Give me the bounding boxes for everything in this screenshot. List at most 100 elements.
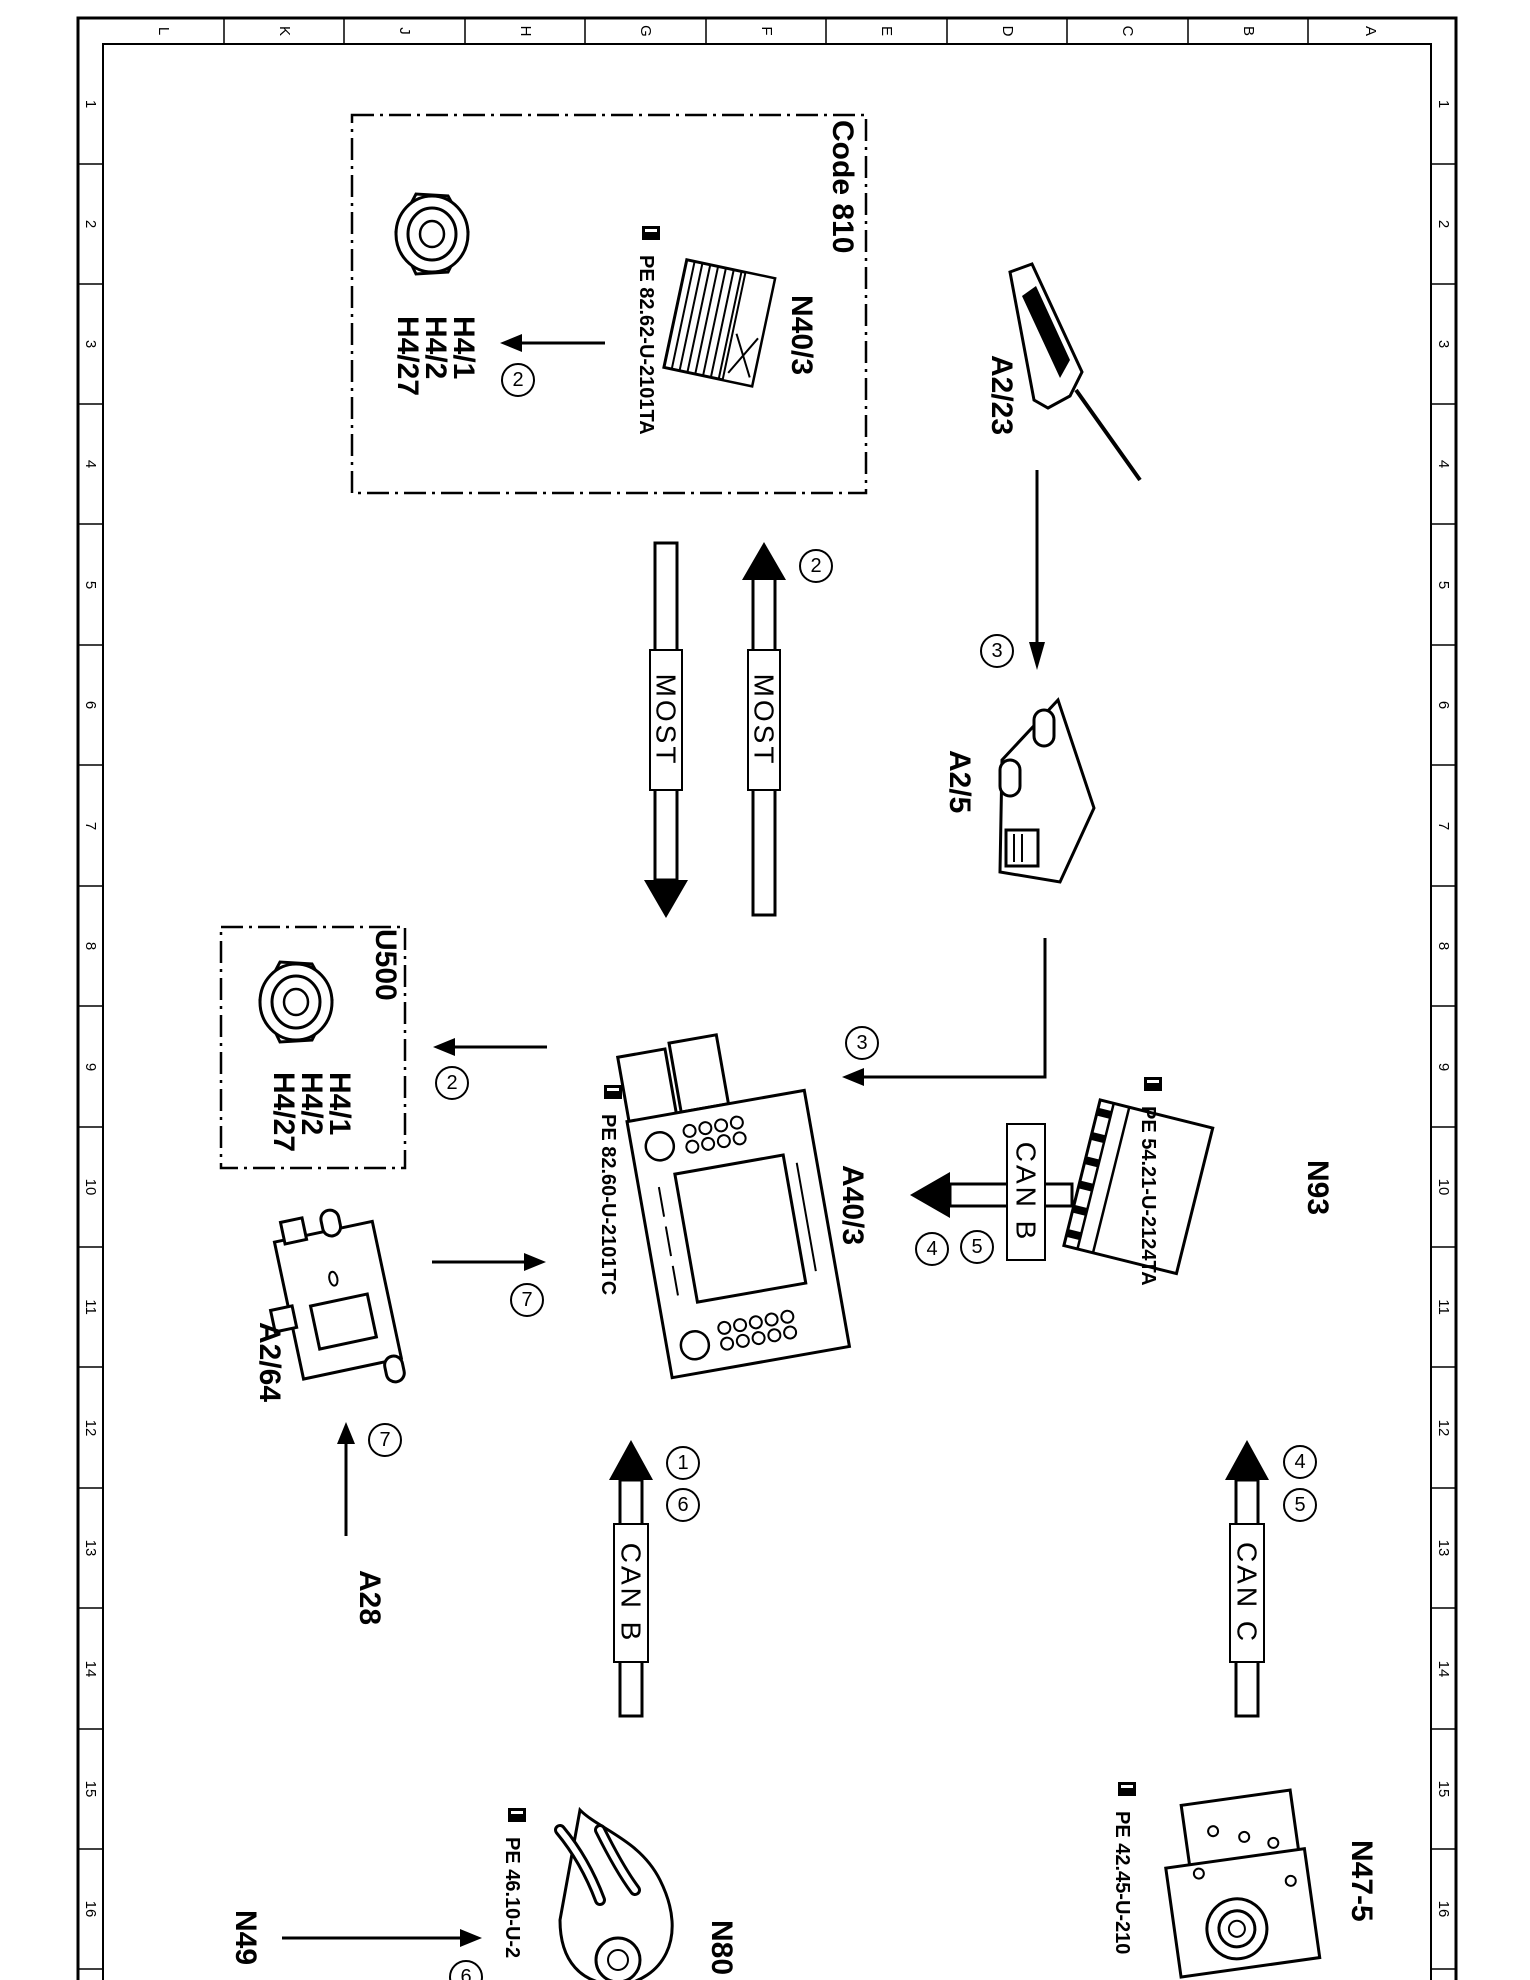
can-b-lower-label: CAN B [616,1543,647,1644]
marker-circle: 3 [845,1026,879,1060]
row-label: 11 [82,1299,99,1315]
can-b-label-box [613,1523,649,1663]
u500-boundary [219,925,407,1170]
row-label: 8 [82,942,99,950]
row-label: 7 [82,822,99,830]
marker-circle: 4 [1283,1445,1317,1479]
row-label: 9 [1435,1063,1452,1071]
speaker-icon [394,192,470,276]
arrowhead [460,1929,482,1947]
n49-label: N49 [229,1910,262,1965]
col-label: C [1119,26,1136,37]
pe-reference-icon [642,226,660,240]
marker-circle: 6 [449,1960,483,1980]
marker-number: 6 [460,1966,471,1980]
most-down-label: MOST [651,674,682,767]
column-labels: L K J H G F E D C B A [155,25,1379,37]
n80-label: N80 [705,1920,738,1975]
marker-number: 3 [856,1032,867,1054]
arrowhead [500,334,522,352]
arrowhead [742,542,786,580]
arrowhead [1225,1440,1269,1480]
col-label: H [517,26,534,37]
col-label: B [1240,26,1257,36]
marker-circle: 7 [368,1423,402,1457]
row-label: 2 [82,220,99,228]
row-label: 1 [82,100,99,108]
pe-reference-icon [1118,1782,1136,1796]
pe-reference-icon [1144,1077,1162,1091]
a28-label: A28 [353,1570,386,1625]
n40-3-amplifier-icon [662,258,777,388]
a40-3-label: A40/3 [836,1165,869,1245]
h4-bottom-line-3: H4/27 [267,1072,300,1152]
n40-3-label: N40/3 [785,295,818,375]
code810-boundary [350,113,868,495]
row-label: 3 [1435,340,1452,348]
code810-title: Code 810 [826,120,859,253]
arrowhead [910,1172,950,1218]
antenna-splitter-icon [998,697,1096,884]
marker-circle: 6 [666,1488,700,1522]
arrowhead [337,1422,355,1444]
row-label: 14 [82,1661,99,1678]
marker-number: 2 [446,1072,457,1094]
h4-bottom-line-2: H4/2 [295,1072,328,1135]
row-label: 6 [82,701,99,709]
arrowhead [644,880,688,918]
pe-reference-icon [508,1808,526,1822]
speaker-icon [258,960,334,1044]
n47-5-esp-unit-icon [1164,1788,1322,1979]
n93-label: N93 [1301,1160,1334,1215]
marker-number: 2 [512,369,523,391]
arrowhead [842,1068,864,1086]
a40-3-head-unit-icon [615,1033,852,1380]
arrowhead [609,1440,653,1480]
row-label: 12 [1435,1420,1452,1437]
marker-number: 4 [926,1238,937,1260]
n47-5-ref: PE 42.45-U-210 [1111,1811,1133,1954]
col-label: L [155,27,172,35]
row-label: 3 [82,340,99,348]
row-label: 6 [1435,701,1452,709]
marker-number: 5 [971,1236,982,1258]
marker-circle: 3 [980,634,1014,668]
n80-steering-column-icon [554,1806,674,1980]
marker-circle: 5 [1283,1488,1317,1522]
row-label: 10 [82,1179,99,1196]
marker-number: 7 [521,1289,532,1311]
h4-top-line-2: H4/2 [419,316,452,379]
row-label: 16 [1435,1901,1452,1918]
col-label: F [758,26,775,35]
grid-ticks [78,18,1456,1970]
row-label: 15 [82,1781,99,1798]
col-label: E [878,26,895,36]
row-label: 4 [82,460,99,468]
marker-circle: 2 [435,1066,469,1100]
h4-top-line-3: H4/27 [391,316,424,396]
col-label: K [276,26,293,36]
row-label: 13 [1435,1540,1452,1557]
row-label: 5 [1435,581,1452,589]
row-label: 10 [1435,1179,1452,1196]
antenna-icon [1008,262,1142,482]
u500-title: U500 [369,929,402,1001]
marker-number: 2 [810,555,821,577]
drawing-frame [76,16,1458,1980]
row-labels: 1 1 2 2 3 3 4 4 5 5 6 6 7 7 8 8 9 9 10 1… [82,100,1452,1918]
marker-number: 4 [1294,1451,1305,1473]
row-label: 4 [1435,460,1452,468]
can-c-label: CAN C [1232,1542,1263,1644]
arrowhead [524,1253,546,1271]
marker-number: 3 [991,640,1002,662]
arrowhead [433,1038,455,1056]
col-label: G [637,25,654,37]
n93-ref: PE 54.21-U-2124TA [1137,1106,1159,1286]
row-label: 14 [1435,1661,1452,1678]
row-label: 7 [1435,822,1452,830]
arrowhead [1029,642,1045,670]
marker-number: 6 [677,1494,688,1516]
most-label-box [649,649,683,791]
can-b-n93-label: CAN B [1011,1142,1042,1243]
